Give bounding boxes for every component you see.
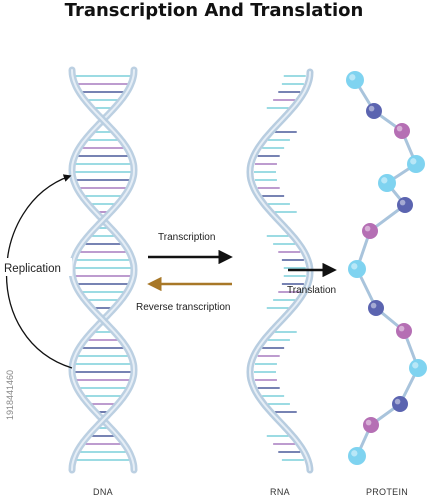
amino-acid-bead: [368, 300, 384, 316]
protein-caption: PROTEIN: [366, 487, 408, 497]
amino-acid-bead: [362, 223, 378, 239]
bead-highlight: [349, 74, 356, 81]
bead-highlight: [410, 158, 417, 165]
translation-label: Translation: [287, 285, 336, 296]
amino-acid-bead: [392, 396, 408, 412]
bead-highlight: [364, 225, 371, 232]
bead-highlight: [351, 263, 358, 270]
bead-highlight: [351, 450, 358, 457]
bead-highlight: [365, 419, 372, 426]
amino-acid-bead: [396, 323, 412, 339]
bead-highlight: [368, 105, 375, 112]
dna-strand-highlight: [70, 69, 136, 471]
dna-caption: DNA: [93, 487, 113, 497]
amino-acid-bead: [394, 123, 410, 139]
bead-highlight: [381, 177, 388, 184]
amino-acid-bead: [366, 103, 382, 119]
amino-acid-bead: [348, 447, 366, 465]
dna-strand-a: [68, 66, 138, 474]
bead-highlight: [370, 302, 377, 309]
stock-id: 1918441460: [5, 370, 15, 420]
bead-highlight: [412, 362, 419, 369]
amino-acid-bead: [409, 359, 427, 377]
bead-highlight: [396, 125, 403, 132]
protein-chain: [346, 71, 427, 465]
amino-acid-bead: [397, 197, 413, 213]
dna-strand-highlight: [70, 69, 136, 471]
replication-label: Replication: [4, 263, 61, 275]
amino-acid-bead: [378, 174, 396, 192]
dna-double-helix: [68, 66, 138, 474]
bead-highlight: [398, 325, 405, 332]
bead-highlight: [399, 199, 406, 206]
amino-acid-bead: [407, 155, 425, 173]
replication-label-bg: [2, 258, 72, 276]
dna-strand-b: [68, 66, 138, 474]
rna-caption: RNA: [270, 487, 290, 497]
transcription-label: Transcription: [158, 232, 215, 243]
amino-acid-bead: [363, 417, 379, 433]
bead-highlight: [394, 398, 401, 405]
amino-acid-bead: [346, 71, 364, 89]
amino-acid-bead: [348, 260, 366, 278]
page-title: Transcription And Translation: [65, 0, 364, 21]
reverse-transcription-label: Reverse transcription: [136, 302, 230, 313]
